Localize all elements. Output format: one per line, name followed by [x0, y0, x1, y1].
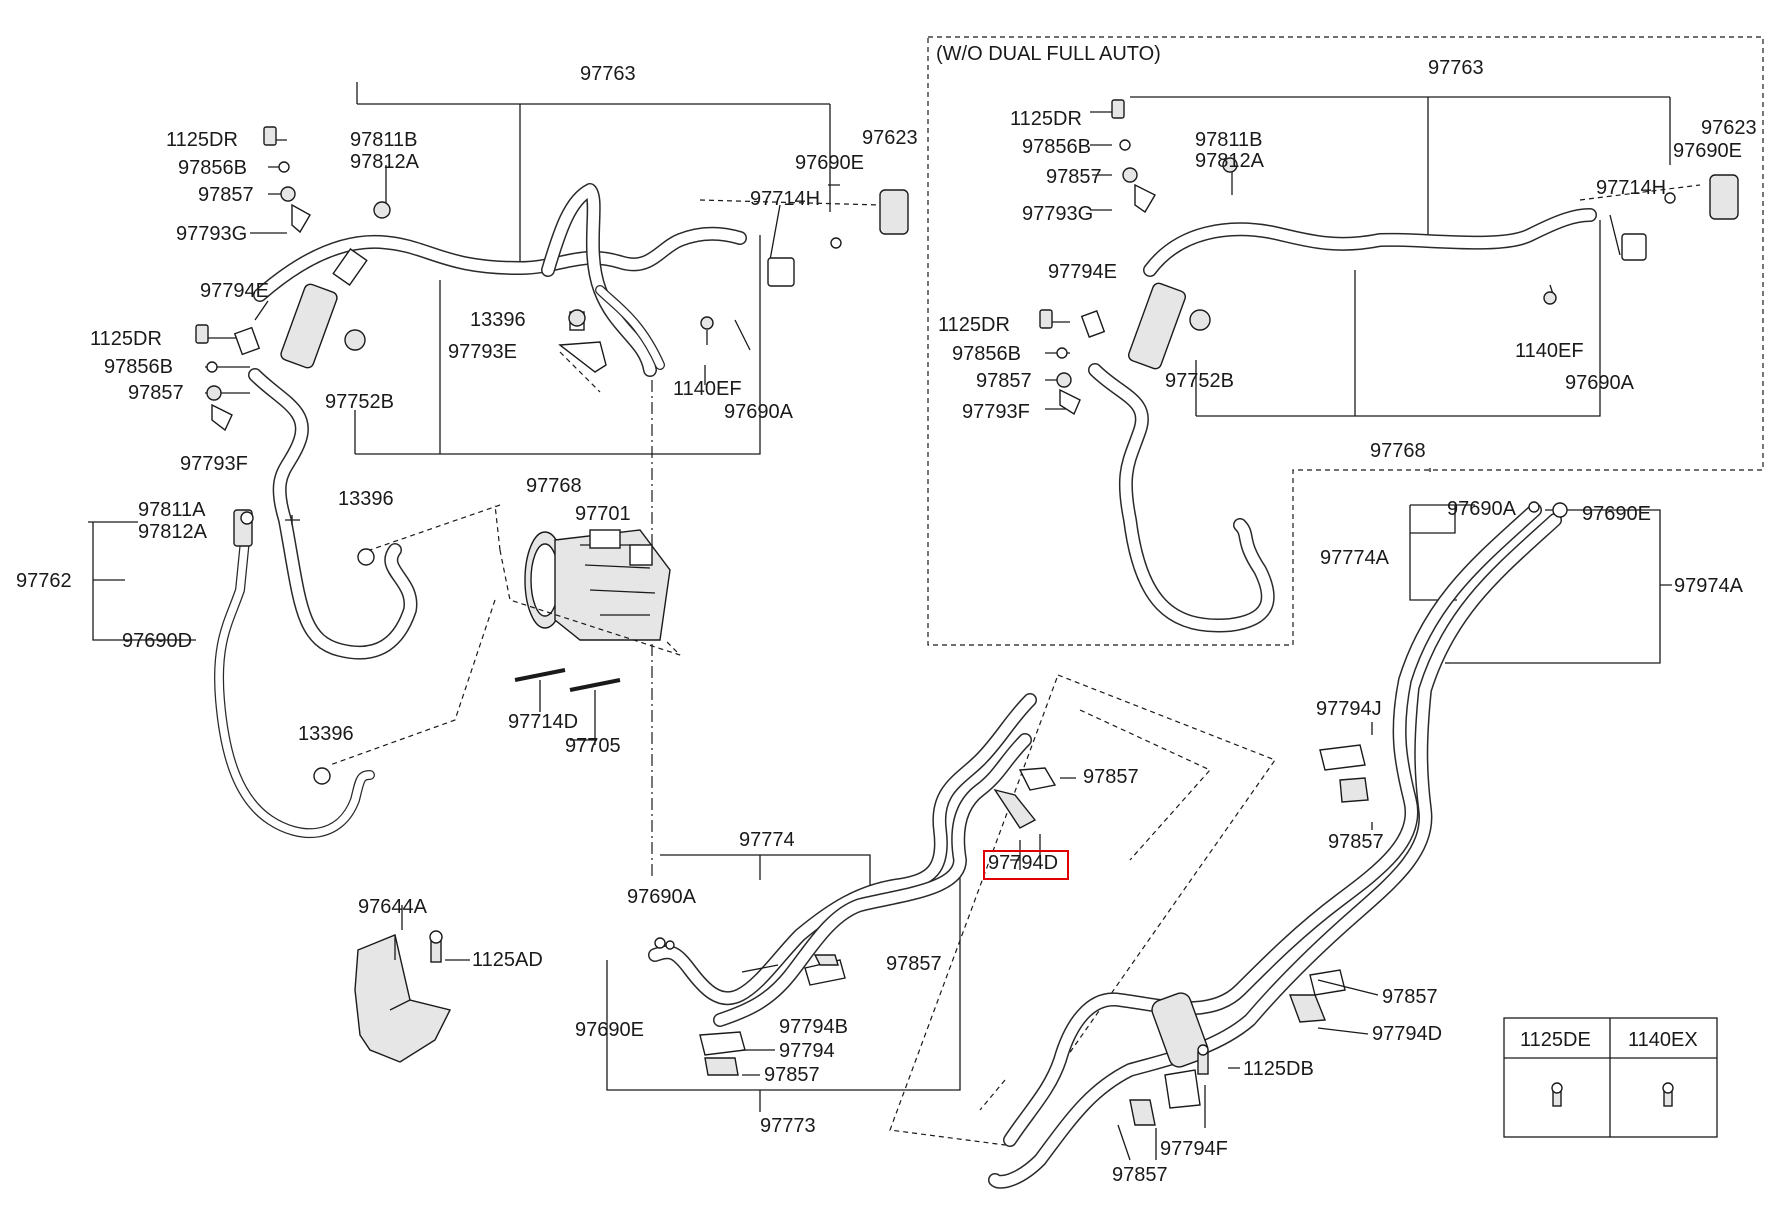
- part-label: 97794B: [779, 1016, 848, 1038]
- part-label: 97690A: [627, 886, 697, 908]
- part-label: 97690A: [1447, 498, 1517, 520]
- part-label: 97774A: [1320, 547, 1390, 569]
- part-label: 97793F: [180, 453, 248, 475]
- part-label: 97857: [1083, 766, 1139, 788]
- part-label: 97856B: [1022, 136, 1091, 158]
- part-label: 97774: [739, 829, 795, 851]
- part-label: 97857: [1112, 1164, 1168, 1186]
- part-label: 97812A: [350, 151, 420, 173]
- part-label: 97812A: [1195, 150, 1265, 172]
- part-label: 97857: [886, 953, 942, 975]
- part-label: 97857: [764, 1064, 820, 1086]
- part-label: 97811B: [1195, 129, 1262, 151]
- part-label: 97793G: [1022, 203, 1093, 225]
- part-label: 97690E: [795, 152, 864, 174]
- variant-assembly: [927, 36, 1764, 646]
- part-label: 97690E: [575, 1019, 644, 1041]
- part-label: 97752B: [325, 391, 394, 413]
- part-label: 97763: [580, 63, 636, 85]
- part-label: 1125DR: [166, 129, 238, 151]
- part-label: 97768: [1370, 440, 1426, 462]
- part-label: 97794E: [1048, 261, 1117, 283]
- part-label: 1125DR: [90, 328, 162, 350]
- part-label: 97857: [128, 382, 184, 404]
- part-label: 13396: [298, 723, 354, 745]
- bolt-icon: [1551, 1082, 1563, 1107]
- part-label: 1140EF: [1515, 340, 1584, 362]
- part-label: 97857: [976, 370, 1032, 392]
- table-header-1125de: 1125DE: [1520, 1029, 1591, 1051]
- part-label: 97812A: [138, 521, 208, 543]
- part-label: 97762: [16, 570, 72, 592]
- part-label: 97623: [862, 127, 918, 149]
- part-label: 97811B: [350, 129, 417, 151]
- part-label: 97794F: [1160, 1138, 1228, 1160]
- part-label: 97714H: [750, 188, 820, 210]
- part-label: 1125DR: [938, 314, 1010, 336]
- receiver-drier: [280, 283, 338, 369]
- part-label: 97690D: [122, 630, 192, 652]
- part-label: 97714H: [1596, 177, 1666, 199]
- part-label: 97768: [526, 475, 582, 497]
- part-labels: (W/O DUAL FULL AUTO) 97763 1125DR 97856B…: [16, 43, 1757, 1186]
- part-label: 97752B: [1165, 370, 1234, 392]
- bolt-icon: [1662, 1082, 1674, 1107]
- part-label: 97856B: [952, 343, 1021, 365]
- part-label: 97794: [779, 1040, 835, 1062]
- part-label: 13396: [338, 488, 394, 510]
- part-label: 97857: [198, 184, 254, 206]
- variant-title: (W/O DUAL FULL AUTO): [936, 43, 1161, 65]
- table-header-1140ex: 1140EX: [1628, 1029, 1698, 1051]
- fastener-table: 1125DE 1140EX: [1503, 1017, 1718, 1138]
- part-label: 97644A: [358, 896, 428, 918]
- part-label: 1140EF: [673, 378, 742, 400]
- part-label: 97623: [1701, 117, 1757, 139]
- part-label: 97856B: [104, 356, 173, 378]
- part-label: 97794J: [1316, 698, 1382, 720]
- part-label: 97857: [1046, 166, 1102, 188]
- part-label: 97690E: [1673, 140, 1742, 162]
- part-label: 97857: [1382, 986, 1438, 1008]
- highlight-box: [983, 850, 1069, 880]
- part-label: 97856B: [178, 157, 247, 179]
- part-label: 1125DR: [1010, 108, 1082, 130]
- part-label: 97974A: [1674, 575, 1744, 597]
- part-label: 97794E: [200, 280, 269, 302]
- part-label: 97701: [575, 503, 631, 525]
- left-assembly: [195, 103, 909, 880]
- part-label: 97793G: [176, 223, 247, 245]
- compressor: [524, 529, 671, 641]
- part-label: 97857: [1328, 831, 1384, 853]
- part-label: 97690E: [1582, 503, 1651, 525]
- part-label: 13396: [470, 309, 526, 331]
- part-label: 97690A: [1565, 372, 1635, 394]
- rear-assembly: [354, 501, 1672, 1189]
- part-label: 97794D: [988, 852, 1058, 874]
- part-label: 97763: [1428, 57, 1484, 79]
- leader-lines: [88, 82, 1450, 1161]
- part-label: 1125AD: [472, 949, 543, 971]
- part-label: 97690A: [724, 401, 794, 423]
- part-label: 97793F: [962, 401, 1030, 423]
- part-label: 97773: [760, 1115, 816, 1137]
- part-label: 1125DB: [1243, 1058, 1314, 1080]
- part-label: 97714D: [508, 711, 578, 733]
- part-label: 97705: [565, 735, 621, 757]
- part-label: 97793E: [448, 341, 517, 363]
- part-label: 97811A: [138, 499, 206, 521]
- part-label: 97794D: [1372, 1023, 1442, 1045]
